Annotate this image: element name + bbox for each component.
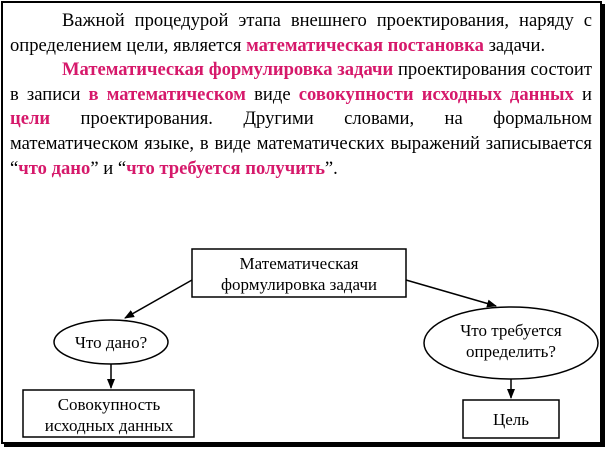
paragraph-1: Важной процедурой этапа внешнего проекти… xyxy=(10,9,592,58)
text-run: задачи. xyxy=(483,34,546,56)
goal-box xyxy=(462,399,560,439)
formulation-box-line2: формулировка задачи xyxy=(221,275,377,294)
text-run: проектиро­вания состоит в записи xyxy=(10,59,592,105)
text-run: ”. xyxy=(324,157,338,179)
arrow-to-required xyxy=(405,279,497,308)
source-data-line1: Совокупность xyxy=(58,395,161,414)
source-data-box xyxy=(22,389,195,438)
text-run: виде xyxy=(245,83,299,105)
highlighted-term: математическая постановка xyxy=(246,34,484,56)
required-oval-line2: определить? xyxy=(466,342,556,361)
highlighted-term: что дано xyxy=(18,157,91,179)
goal-box-label: Цель xyxy=(493,410,529,429)
arrow-to-given xyxy=(124,279,193,319)
formulation-box-line1: Математическая xyxy=(240,254,359,273)
highlighted-term: совокуп­ности исходных данных xyxy=(298,83,574,105)
paragraph-2: Математическая формулировка задачи проек… xyxy=(10,58,592,181)
formulation-box xyxy=(191,248,407,298)
source-data-line2: исходных данных xyxy=(45,416,174,435)
text-run: проектирования. Другими словами, на форм… xyxy=(10,108,592,179)
body-text: Важной процедурой этапа внешнего проекти… xyxy=(10,9,592,181)
highlighted-term: что требуется получить xyxy=(126,157,325,179)
required-oval-line1: Что требуется xyxy=(460,321,562,340)
highlighted-term: цели xyxy=(10,108,51,130)
highlighted-term: Математическая формулировка задачи xyxy=(62,59,394,81)
text-run: ” и “ xyxy=(90,157,127,179)
highlighted-term: в математическом xyxy=(88,83,246,105)
text-run: Важной процедурой этапа внешнего проекти… xyxy=(10,10,592,56)
text-run: и xyxy=(573,83,592,105)
given-oval-label: Что дано? xyxy=(75,333,147,352)
